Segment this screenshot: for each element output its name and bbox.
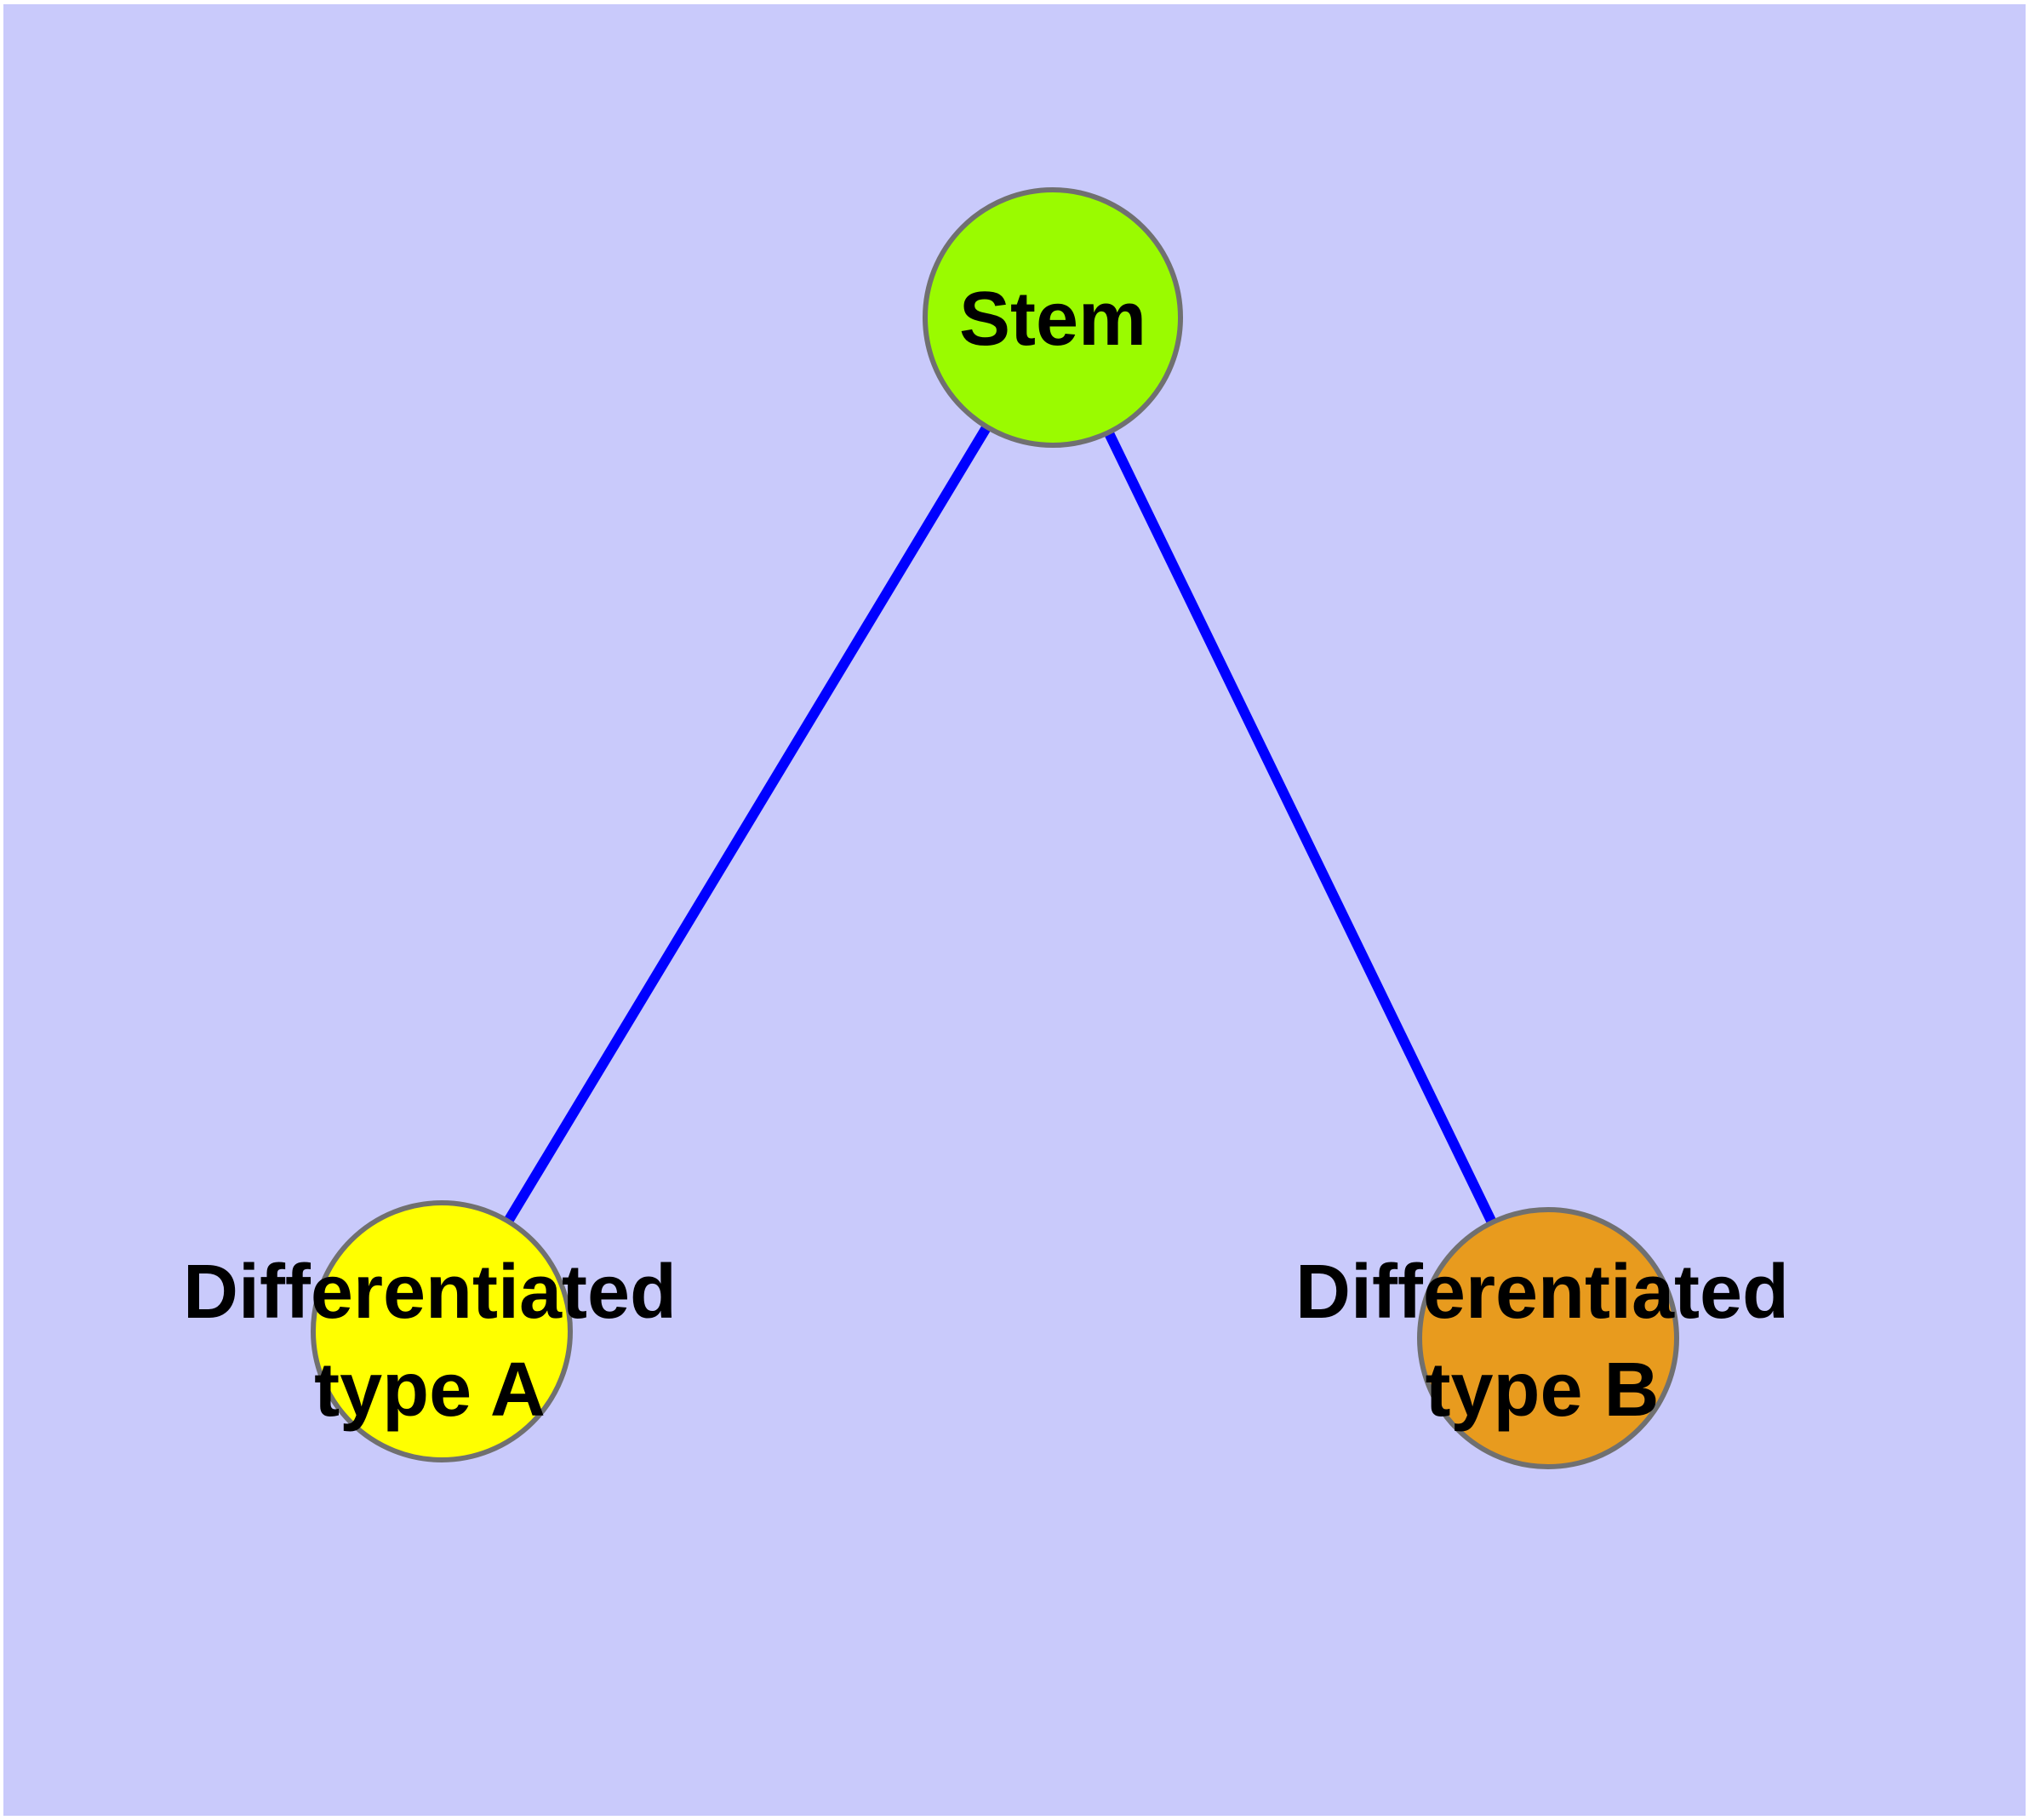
node-type-b-label-line1: Differentiated xyxy=(1295,1250,1789,1335)
node-type-b-label-line2: type B xyxy=(1425,1348,1659,1433)
node-stem-label: Stem xyxy=(959,277,1146,362)
node-type-b xyxy=(1417,1207,1679,1469)
edge-stem-to-type-b xyxy=(1048,315,1553,1341)
node-type-a xyxy=(311,1200,573,1462)
node-type-a-label-line2: type A xyxy=(314,1348,546,1433)
node-type-a-label-line1: Differentiated xyxy=(183,1250,677,1335)
edge-stem-to-type-a xyxy=(437,314,1058,1335)
node-stem xyxy=(923,187,1183,448)
